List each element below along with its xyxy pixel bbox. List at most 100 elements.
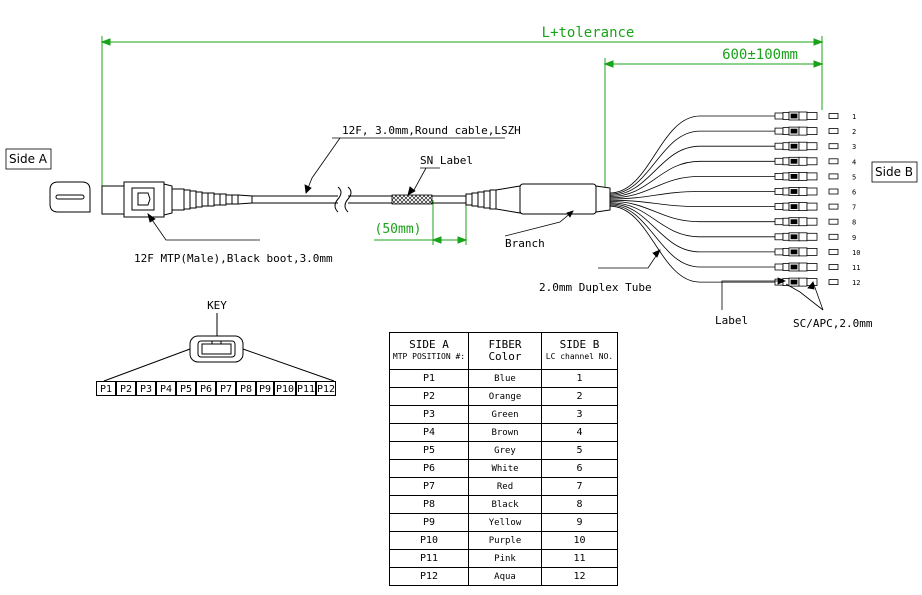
channel-cell: 4 [541,423,618,442]
sc-connector-part [774,248,784,256]
fiber-number: 1 [852,113,856,121]
sc-connector-part [828,264,839,270]
sc-connector-part [828,128,839,135]
key-pin: P7 [216,381,236,396]
sc-connector-latch [790,279,798,285]
mtp-position-cell: P8 [389,495,469,514]
key-title: KEY [207,299,227,312]
sc-connector-icon [774,277,839,287]
sc-connector-latch [790,113,798,119]
key-pin: P8 [236,381,256,396]
channel-cell: 9 [541,513,618,532]
sc-connector-part [798,141,808,151]
fiber-color-cell: Orange [468,387,542,406]
sc-connector-part [782,112,790,120]
mtp-position-cell: P11 [389,549,469,568]
sc-connector-part [774,157,784,165]
branch-callout: Branch [505,237,545,250]
fiber-color-cell: Red [468,477,542,496]
fiber-line [609,115,775,194]
channel-cell: 6 [541,459,618,478]
sc-connector-part [782,278,790,287]
cable-callout: 12F, 3.0mm,Round cable,LSZH [342,124,521,137]
fiber-line [609,191,775,200]
sc-connector-part [774,172,784,180]
fiber-line [609,160,775,197]
sc-connector-icon [774,156,839,166]
dimension-lines [100,36,824,245]
sc-connector-icon [774,126,839,136]
sc-connector-icon [774,187,839,196]
mtp-position-cell: P2 [389,387,469,406]
sc-connector-part [806,202,818,211]
sc-connector-latch [790,249,798,255]
fiber-number: 4 [852,158,856,166]
sc-connector-latch [790,264,798,270]
sc-connector-part [782,202,790,211]
fiber-line [609,145,775,196]
fiber-line [609,201,775,223]
fiber-color-cell: Black [468,495,542,514]
fiber-line [609,199,775,207]
fiber-line [609,202,775,238]
mtp-connector-icon [101,181,253,218]
mtp-position-cell: P3 [389,405,469,424]
sc-connector-icon [774,202,839,212]
channel-cell: 3 [541,405,618,424]
sc-connector-part [798,171,808,181]
sc-connector-latch [790,143,798,149]
mtp-position-cell: P1 [389,369,469,388]
fiber-color-cell: Yellow [468,513,542,532]
sc-connector-part [782,217,790,226]
key-pin: P5 [176,381,196,396]
sc-connector-part [798,247,808,257]
sn-label-sleeve [391,194,433,205]
channel-cell: 5 [541,441,618,460]
sc-connector-part [828,188,839,195]
label-callout: Label [715,314,748,327]
sc-connector-latch [790,189,798,194]
side-b-label: Side B [875,165,913,179]
sc-connector-part [782,232,790,241]
channel-cell: 1 [541,369,618,388]
mtp-position-cell: P9 [389,513,469,532]
sc-connector-part [828,248,839,255]
sc-connector-part [798,217,808,227]
main-cable [252,186,466,213]
fiber-color-cell: Blue [468,369,542,388]
sc-connector-part [782,247,790,256]
sc-connector-part [798,232,808,242]
side-b-header-label: SIDE B [559,338,600,351]
key-pin: P6 [196,381,216,396]
key-pin: P9 [256,381,274,396]
channel-cell: 12 [541,567,618,586]
sc-connector-icon [774,171,839,181]
key-pin: P12 [316,381,336,396]
key-pin: P3 [136,381,156,396]
fiber-number: 3 [852,143,856,151]
sc-connector-part [828,113,839,119]
fiber-color-cell: Purple [468,531,542,550]
fanout-fibers [609,115,775,283]
fiber-number: 7 [852,204,856,212]
total-length-label: L+tolerance [542,25,635,41]
side-a-header: SIDE A MTP POSITION #: [389,332,469,370]
fiber-color-cell: Grey [468,441,542,460]
sc-connector-part [798,262,808,272]
fiber-number: 8 [852,219,856,227]
channel-cell: 2 [541,387,618,406]
sc-connector-part [782,157,790,166]
duplex-tube-callout: 2.0mm Duplex Tube [539,281,652,294]
sc-connector-part [798,277,808,287]
fiber-line [609,205,775,283]
fiber-line [609,176,775,199]
side-a-header-sub: MTP POSITION #: [392,352,466,361]
sc-connector-latch [790,128,798,134]
sc-connector-part [828,218,839,225]
